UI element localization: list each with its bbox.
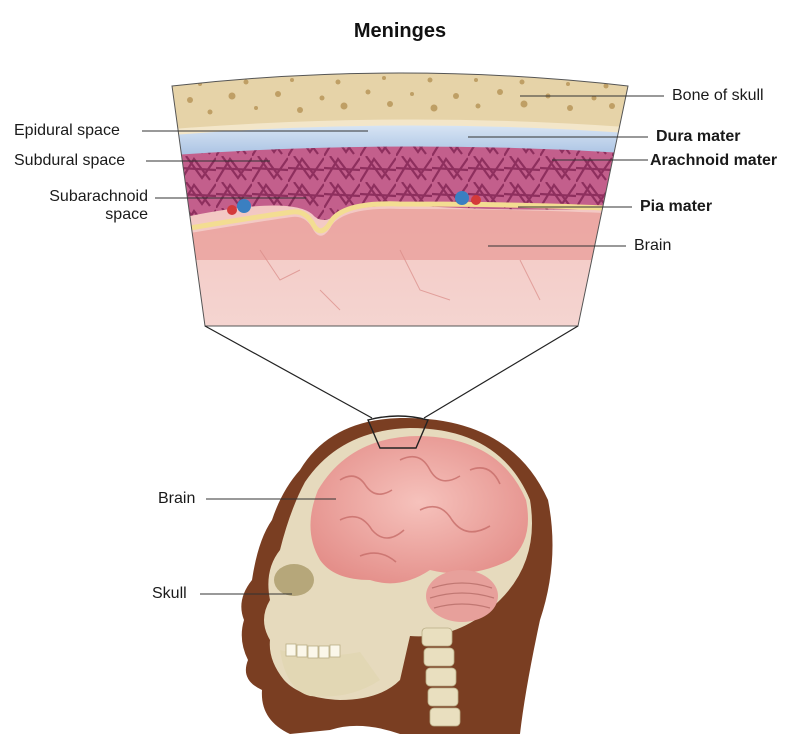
eye-socket — [274, 564, 314, 596]
label-skull: Skull — [152, 585, 187, 602]
label-brain-head: Brain — [158, 490, 196, 507]
label-subdural-space: Subdural space — [14, 152, 126, 169]
label-pia-mater: Pia mater — [640, 198, 713, 215]
diagram-title: Meninges — [353, 20, 447, 42]
bone-pores — [187, 76, 615, 115]
brain-tissue-veins — [259, 249, 541, 311]
jaw-bone — [280, 650, 380, 697]
blood-vessels — [227, 191, 481, 215]
zoom-marker — [367, 415, 429, 449]
leader-lines — [142, 95, 664, 595]
arachnoid-web-layer — [172, 143, 628, 220]
label-subarachnoid-space-line2: space — [105, 206, 148, 223]
cerebellum-folia — [429, 582, 495, 609]
label-brain-section: Brain — [634, 237, 672, 254]
spinal-column — [421, 627, 461, 727]
head-illustration — [241, 417, 553, 734]
zoom-line-left — [204, 325, 373, 419]
label-epidural-space: Epidural space — [14, 122, 120, 139]
section-outline — [171, 72, 629, 327]
zoom-line-right — [423, 325, 579, 419]
label-arachnoid-mater: Arachnoid mater — [650, 152, 778, 169]
brain-surface — [172, 208, 628, 260]
skull-bone-layer — [172, 73, 628, 130]
teeth — [285, 643, 341, 659]
meninges-cross-section — [172, 73, 628, 326]
brain-gyri — [339, 455, 501, 563]
cerebellum — [426, 570, 498, 622]
label-dura-mater: Dura mater — [656, 128, 741, 145]
label-bone-of-skull: Bone of skull — [672, 87, 764, 104]
pia-mater-layer — [189, 201, 605, 234]
head-brain — [310, 436, 528, 584]
label-subarachnoid-space-line1: Subarachnoid — [49, 188, 148, 205]
